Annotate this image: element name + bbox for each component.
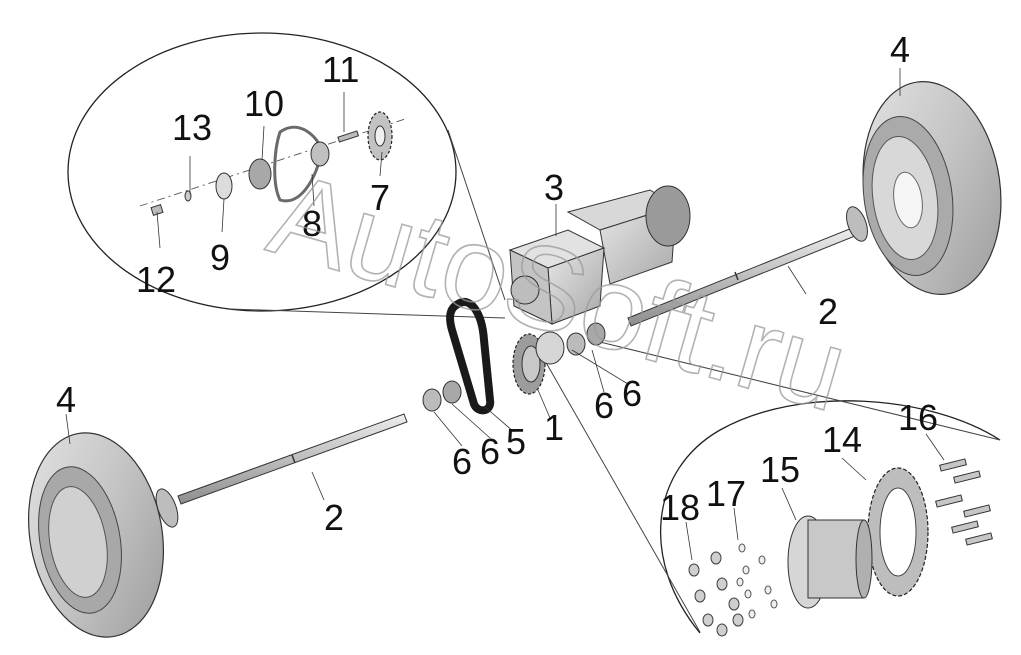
sprocket-assembly <box>512 331 565 395</box>
callout-14: 14 <box>822 419 862 460</box>
callout-5: 5 <box>506 421 526 462</box>
detail-bubble-upper <box>67 32 506 319</box>
left-wheel <box>27 432 165 638</box>
callout-16: 16 <box>898 397 938 438</box>
callout-9: 9 <box>210 237 230 278</box>
callout-6-d: 6 <box>622 373 642 414</box>
lower-detail-parts <box>685 433 993 637</box>
callout-17: 17 <box>706 473 746 514</box>
callout-6-b: 6 <box>480 431 500 472</box>
upper-detail-parts <box>139 92 409 249</box>
callout-13: 13 <box>172 107 212 148</box>
left-axle-shaft <box>155 413 408 528</box>
drive-chain <box>446 298 495 415</box>
callout-2-left: 2 <box>324 497 344 538</box>
callout-pointers <box>65 68 901 501</box>
callout-12: 12 <box>136 259 176 300</box>
callout-2-right: 2 <box>818 291 838 332</box>
callout-3: 3 <box>544 167 564 208</box>
right-axle-shaft <box>627 206 868 327</box>
detail-bubble-lower <box>539 341 1001 634</box>
callout-8: 8 <box>302 203 322 244</box>
callout-11: 11 <box>322 49 359 90</box>
callout-10: 10 <box>244 83 284 124</box>
callout-6-a: 6 <box>452 441 472 482</box>
bolt-set <box>935 458 993 546</box>
right-wheel <box>862 81 1002 295</box>
callout-4-left: 4 <box>56 379 76 420</box>
gear-motor <box>508 185 691 325</box>
washer-set <box>736 543 778 619</box>
bushings <box>422 322 606 412</box>
callout-6-c: 6 <box>594 385 614 426</box>
callout-18: 18 <box>660 487 700 528</box>
callout-4-right: 4 <box>890 29 910 70</box>
callout-15: 15 <box>760 449 800 490</box>
nut-set <box>688 551 744 637</box>
callout-1: 1 <box>544 407 564 448</box>
callout-labels: 1 2 2 3 4 4 5 6 6 6 6 7 8 9 10 11 12 13 … <box>56 29 938 538</box>
callout-7: 7 <box>370 177 390 218</box>
